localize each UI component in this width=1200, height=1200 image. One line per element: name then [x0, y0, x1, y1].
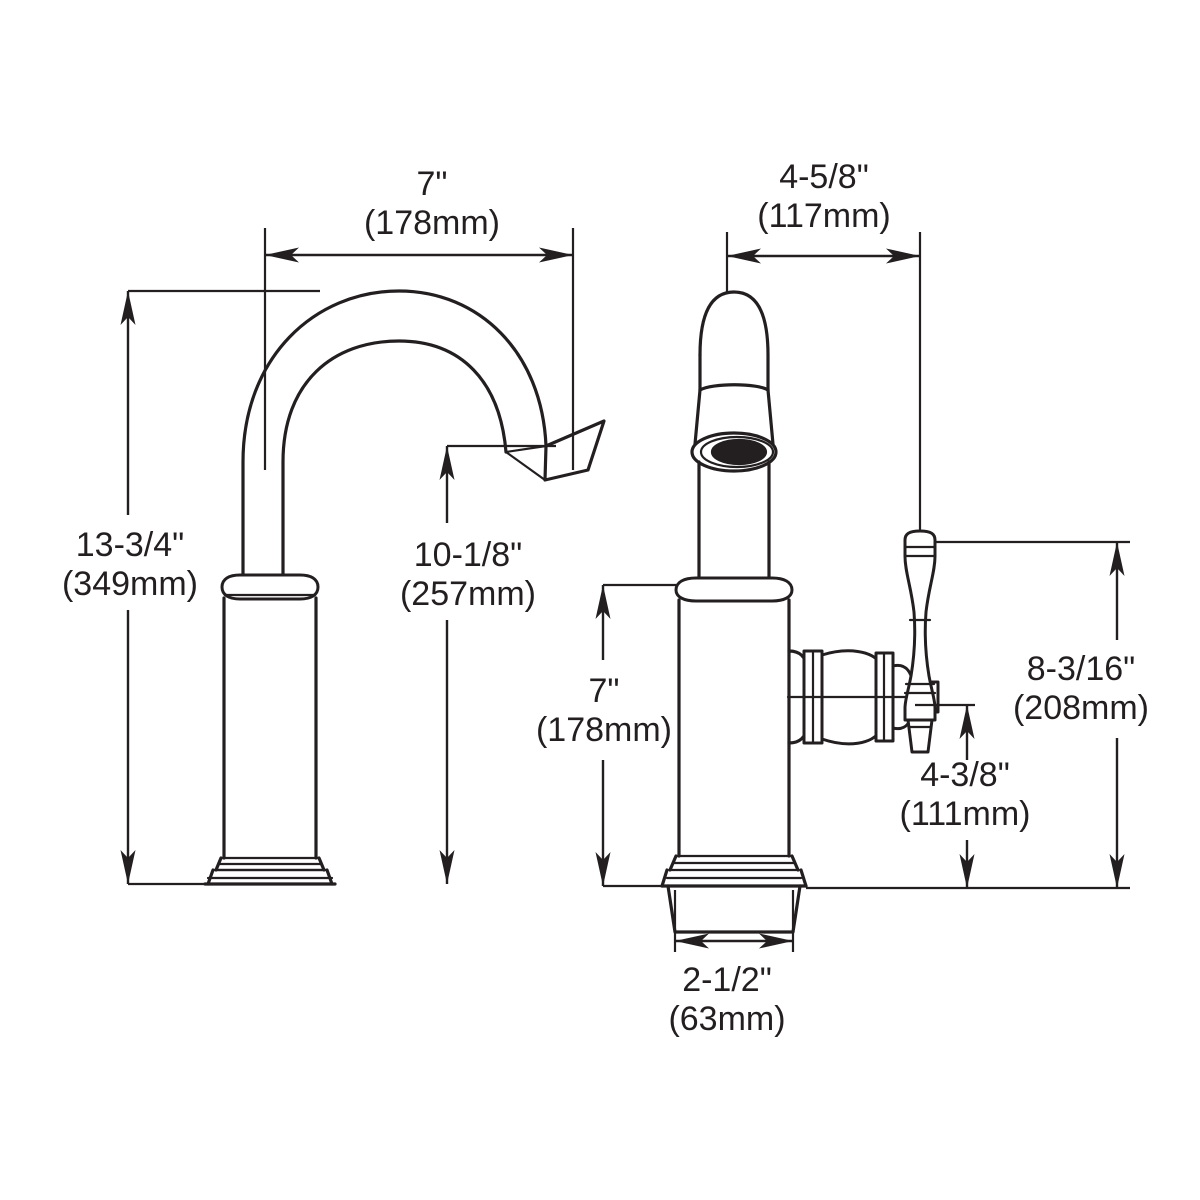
dim-label-spout-reach-imperial: 7"	[417, 165, 448, 203]
dim-label-spout-clearance-metric: (257mm)	[400, 575, 536, 613]
dim-label-base-diameter-metric: (63mm)	[668, 1000, 785, 1038]
side-view-column	[203, 573, 337, 886]
dim-label-handle-offset-imperial: 4-5/8"	[779, 158, 869, 196]
dimension-handle-hub-height: 4-3/8" (111mm)	[900, 703, 1031, 888]
dimension-spout-height: 7" (178mm)	[536, 583, 676, 888]
front-view-spout-head	[690, 290, 778, 473]
front-view-faucet	[660, 290, 940, 934]
dimension-handle-offset: 4-5/8" (117mm)	[725, 158, 922, 531]
dim-label-handle-hub-height-imperial: 4-3/8"	[920, 756, 1010, 794]
dim-label-handle-top-height-metric: (208mm)	[1013, 689, 1149, 727]
side-view-faucet	[203, 289, 606, 886]
dimension-spout-clearance: 10-1/8" (257mm)	[400, 444, 556, 884]
dim-label-spout-clearance-imperial: 10-1/8"	[414, 536, 522, 574]
dim-label-overall-height-imperial: 13-3/4"	[76, 526, 184, 564]
dim-label-spout-reach-metric: (178mm)	[364, 204, 500, 242]
front-view-riser	[697, 460, 771, 586]
dim-label-spout-height-metric: (178mm)	[536, 711, 672, 749]
dim-label-handle-hub-height-metric: (111mm)	[900, 795, 1031, 833]
dim-label-handle-offset-metric: (117mm)	[757, 197, 891, 235]
dimension-overall-height: 13-3/4" (349mm)	[62, 289, 320, 886]
dimension-spout-reach: 7" (178mm)	[263, 165, 575, 470]
gooseneck-spout-body	[241, 289, 548, 587]
dim-label-base-diameter-imperial: 2-1/2"	[682, 961, 772, 999]
dim-label-overall-height-metric: (349mm)	[62, 565, 198, 603]
front-view-column	[660, 576, 808, 934]
lever-handle	[903, 529, 937, 754]
dim-label-handle-top-height-imperial: 8-3/16"	[1027, 650, 1135, 688]
spout-aerator-tip	[504, 419, 606, 482]
dim-label-spout-height-imperial: 7"	[589, 672, 620, 710]
dimension-base-diameter: 2-1/2" (63mm)	[668, 890, 795, 1038]
